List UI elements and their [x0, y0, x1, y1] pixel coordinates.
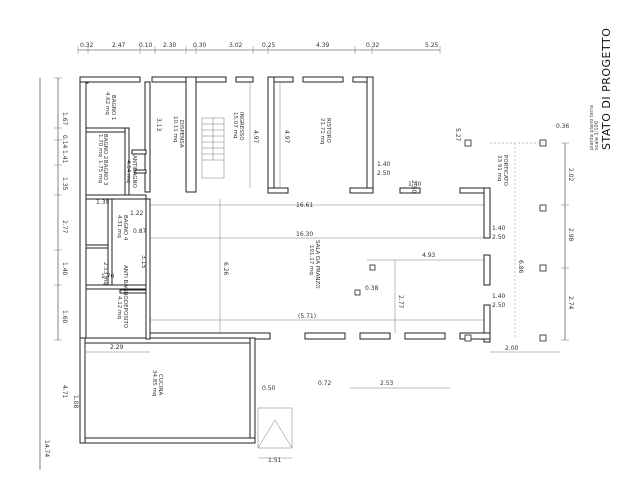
top-dim-2: 0.10: [139, 42, 153, 49]
room-bagno3-name: BAGNO 3: [102, 160, 108, 186]
left-dim-0: 1.67: [61, 112, 68, 126]
dim-2-00: 2.00: [505, 345, 519, 352]
dim-0-72: 0.72: [318, 380, 332, 387]
room-ingresso-area: 15.07 mq: [232, 112, 238, 138]
dim-5-27: 5.27: [454, 128, 461, 142]
top-dim-0: 0.32: [80, 42, 94, 49]
top-dim-8: 0.32: [366, 42, 380, 49]
top-dim-4: 0.30: [193, 42, 207, 49]
dim-1-40-a: 1.40: [377, 161, 391, 168]
top-dim-5: 3.02: [229, 42, 243, 49]
dim-3-15: 3.15: [140, 255, 147, 269]
room-bagno3-area: 1.75 mq: [97, 160, 103, 183]
dim-2-77: 2.77: [397, 295, 404, 309]
dim-1-39: 1.39: [96, 199, 110, 206]
plan-title: STATO DI PROGETTO: [600, 28, 613, 150]
left-dim-2: 1.41: [61, 150, 68, 164]
dim-0-38: 0.38: [365, 285, 379, 292]
staircase: [201, 117, 225, 179]
title-block: STATO DI PROGETTO pianta piano terra sca…: [589, 28, 613, 150]
room-ingresso-name: INGRESSO: [238, 112, 244, 141]
left-dimension-chain: 1.67 0.14 1.41 1.35 2.77 1.40 1.60 4.71 …: [39, 77, 68, 470]
room-dispensa-name: DISPENSA: [178, 120, 184, 148]
dim-1-40-c: 1.40: [492, 293, 506, 300]
room-bagno2-area: 1.70 mq: [97, 134, 103, 157]
dim-1-70: 1.70: [101, 273, 115, 280]
room-portico-name: PORTICATO: [502, 155, 508, 187]
plan-subtitle-2: scala 1:100: [594, 121, 600, 150]
room-antibagno-area: 4.54 mq: [125, 160, 131, 183]
interior-dimensions: [86, 82, 560, 459]
room-bagno2-name: BAGNO 2: [102, 134, 108, 159]
dim-0-36: 0.36: [556, 123, 570, 130]
dim-6-26: 6.26: [222, 262, 229, 276]
room-antibagno2-name: ANTI BAGNO: [122, 265, 128, 300]
interior-dimension-labels: 16.61 16.30 (5.71) 6.26 4.93 2.77 0.38 0…: [72, 118, 574, 464]
room-bagno1-name: BAGNO 1: [110, 95, 116, 120]
dim-2-50-d: 2.50: [410, 180, 417, 194]
dim-2-50-b: 2.50: [492, 234, 506, 241]
dim-2-50-a: 2.50: [377, 170, 391, 177]
top-dim-9: 5.25: [425, 42, 439, 49]
left-dim-8: 14.74: [43, 440, 50, 457]
top-dimension-chain: 0.32 2.47 0.10 2.30 0.30 3.02 0.25 4.39 …: [77, 42, 441, 54]
dim-2-29: 2.29: [110, 344, 124, 351]
top-dim-3: 2.30: [163, 42, 177, 49]
porch-outline: [490, 142, 569, 341]
plan-subtitle-1: pianta piano terra: [589, 105, 595, 150]
dim-6-86: 6.86: [517, 260, 524, 274]
dim-5-71: (5.71): [298, 313, 316, 320]
room-deposito-area: 4.12 mq: [116, 296, 122, 319]
dim-1-40-d: 1.40: [408, 181, 422, 188]
dim-1-22: 1.22: [130, 210, 144, 217]
dim-4-97: 4.97: [252, 130, 259, 144]
dim-1-40-b: 1.40: [492, 225, 506, 232]
dim-2-53: 2.53: [380, 380, 394, 387]
dim-4-97b: 4.97: [283, 130, 290, 144]
dim-16-30: 16.30: [296, 231, 313, 238]
left-dim-4: 2.77: [61, 220, 68, 234]
dim-1-08: 1.08: [72, 395, 79, 409]
room-bagno1-area: 4.62 mq: [104, 92, 110, 115]
room-sala-area: 101.17 mq: [308, 245, 314, 275]
room-portico-area: 33.91 mq: [496, 155, 502, 181]
dim-4-93: 4.93: [422, 252, 436, 259]
left-dim-5: 1.40: [61, 262, 68, 276]
dim-3-13: 3.13: [155, 118, 162, 132]
room-cucina-name: CUCINA: [157, 374, 163, 395]
room-bagno4-area: 4.31 mq: [116, 215, 122, 238]
left-dim-7: 4.71: [61, 385, 68, 399]
dim-0-50: 0.50: [262, 385, 276, 392]
room-ristoro-name: RISTORO: [325, 118, 331, 143]
top-dim-6: 0.25: [262, 42, 276, 49]
dim-2-02: 2.02: [567, 168, 574, 182]
top-dim-1: 2.47: [112, 42, 126, 49]
dim-2-98: 2.98: [567, 228, 574, 242]
room-dispensa-area: 10.11 mq: [172, 116, 178, 142]
dim-0-87: 0.87: [133, 228, 147, 235]
top-dim-7: 4.39: [316, 42, 330, 49]
room-cucina-area: 34.85 mq: [151, 370, 157, 396]
dim-2-50-c: 2.50: [492, 302, 506, 309]
room-labels: BAGNO 1 4.62 mq DISPENSA 10.11 mq INGRES…: [97, 92, 508, 396]
room-antibagno-name: ANTIBAGNO: [131, 155, 137, 189]
dim-16-61: 16.61: [296, 202, 313, 209]
room-sala-name: SALA DA PRANZO: [314, 240, 320, 289]
room-deposito-name: DEPOSITO: [122, 300, 128, 329]
walls: [79, 76, 491, 449]
left-dim-6: 1.60: [61, 310, 68, 324]
room-ristoro-area: 21.71 mq: [319, 118, 325, 144]
entrance-ramp: [257, 407, 293, 449]
left-dim-3: 1.35: [61, 177, 68, 191]
left-dim-1: 0.14: [61, 135, 68, 149]
room-antibagno2-area: 2.53 mq: [102, 262, 108, 285]
dim-1-51: 1.51: [268, 457, 282, 464]
porch-columns: [354, 139, 547, 342]
room-bagno4-name: BAGNO 4: [122, 215, 128, 241]
dim-2-74: 2.74: [567, 296, 574, 310]
